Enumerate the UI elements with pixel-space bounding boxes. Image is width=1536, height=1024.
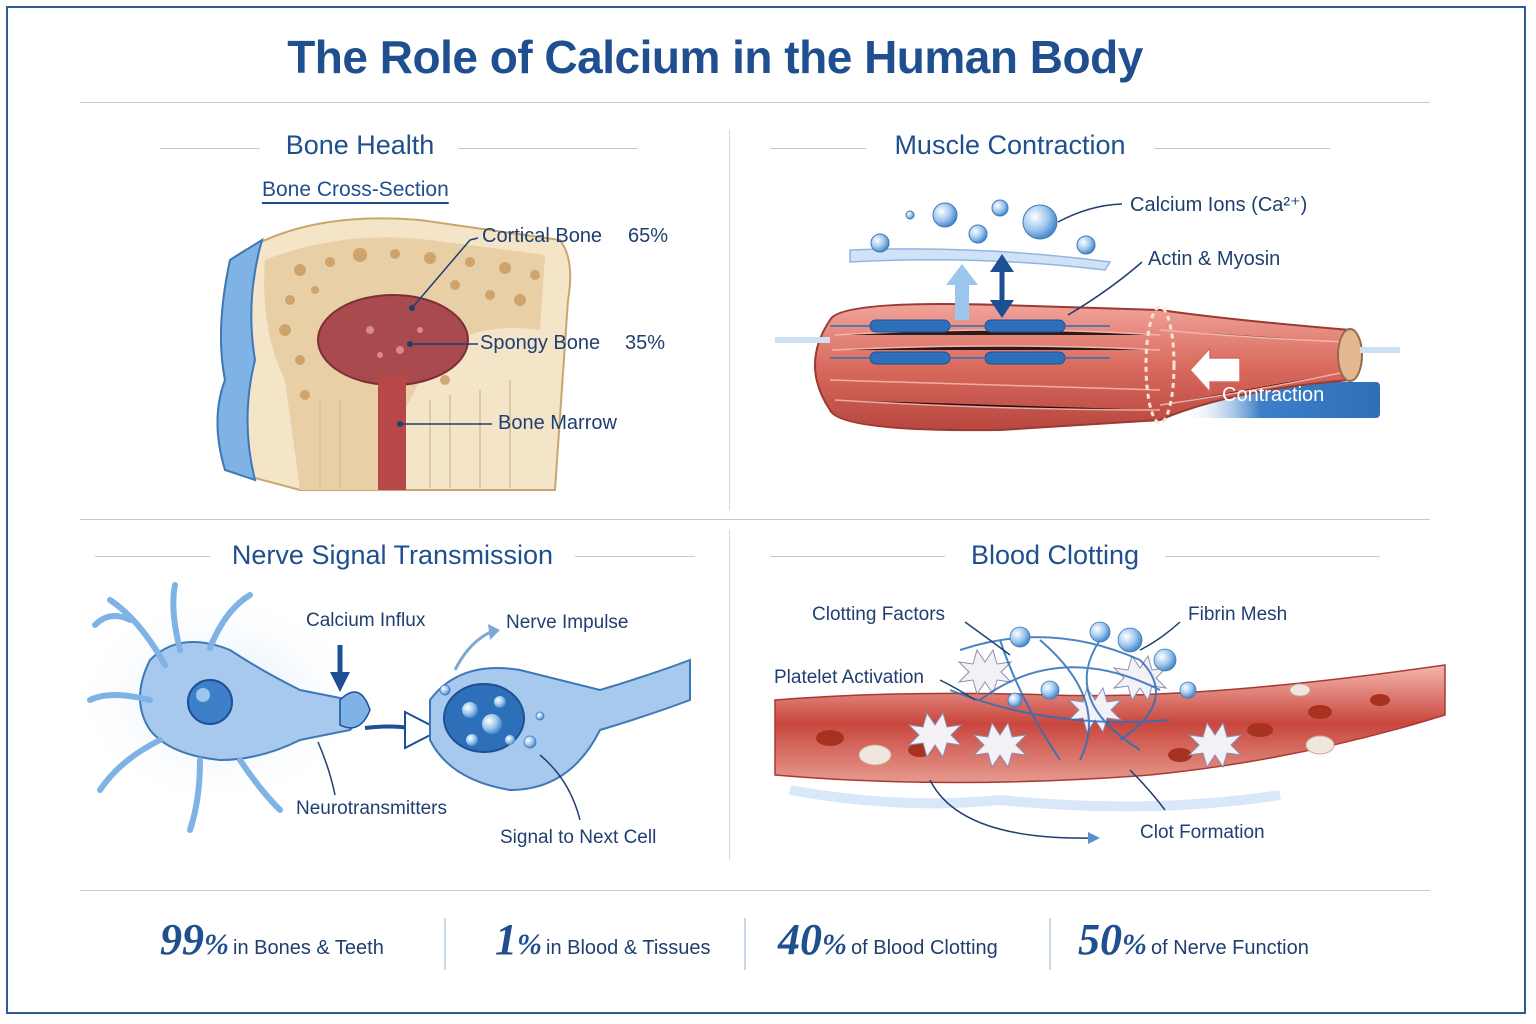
bone-section-title: Bone Health (285, 130, 435, 160)
blood-title-rule-left (770, 556, 945, 557)
stat-text: in Bones & Teeth (233, 937, 384, 959)
stat-number: 1 (495, 915, 517, 964)
title-divider (80, 102, 1430, 103)
neurotransmitters-label: Neurotransmitters (296, 798, 447, 819)
muscle-section-title: Muscle Contraction (894, 130, 1126, 160)
footer-separators (444, 918, 1051, 970)
stat-number: 99 (160, 915, 204, 964)
nerve-title-rule-right (575, 556, 695, 557)
cortical-bone-label: Cortical Bone (482, 225, 603, 247)
actin-myosin-label: Actin & Myosin (1148, 248, 1281, 270)
nerve-title-rule-left (95, 556, 210, 557)
bone-title-rule-left (160, 148, 260, 149)
center-divider-top (729, 130, 730, 510)
blood-section-title: Blood Clotting (970, 540, 1140, 570)
page-title: The Role of Calcium in the Human Body (287, 31, 1143, 83)
bone-cross-section-subtitle: Bone Cross-Section (262, 178, 449, 201)
stat-percent-sign: % (1122, 928, 1147, 961)
stat-text: in Blood & Tissues (546, 937, 711, 959)
muscle-title-rule-left (770, 148, 866, 149)
bone-marrow-label: Bone Marrow (498, 412, 617, 434)
stat-percent-sign: % (517, 928, 542, 961)
muscle-title-rule-right (1154, 148, 1330, 149)
center-divider-bottom (729, 530, 730, 860)
nerve-section-title: Nerve Signal Transmission (231, 540, 554, 570)
fibrin-mesh-label: Fibrin Mesh (1188, 604, 1288, 625)
nerve-impulse-label: Nerve Impulse (506, 612, 629, 633)
stat-blood-clotting: 40% of Blood Clotting (778, 914, 998, 965)
bone-title-rule-right (458, 148, 638, 149)
poster-frame (6, 6, 1526, 1014)
cortical-bone-percent: 65% (628, 225, 669, 247)
calcium-influx-label: Calcium Influx (306, 610, 426, 631)
stat-percent-sign: % (204, 928, 229, 961)
footer-divider (80, 890, 1430, 891)
stat-bones-teeth: 99% in Bones & Teeth (160, 914, 384, 965)
stat-nerve-function: 50% of Nerve Function (1078, 914, 1309, 965)
stat-number: 50 (1078, 915, 1122, 964)
clot-formation-label: Clot Formation (1140, 822, 1265, 843)
clotting-factors-label: Clotting Factors (812, 604, 946, 625)
blood-title-rule-right (1165, 556, 1380, 557)
spongy-bone-label: Spongy Bone (480, 332, 601, 354)
signal-next-cell-label: Signal to Next Cell (500, 827, 657, 848)
muscle-illustration (775, 199, 1400, 432)
nerve-illustration (70, 582, 691, 833)
spongy-bone-percent: 35% (625, 332, 666, 354)
blood-illustration (774, 621, 1446, 844)
stat-text: of Nerve Function (1151, 937, 1309, 959)
stat-text: of Blood Clotting (851, 937, 998, 959)
middle-divider (80, 519, 1430, 520)
bone-illustration (190, 217, 590, 520)
contraction-label: Contraction (1222, 384, 1325, 406)
stat-blood-tissues: 1% in Blood & Tissues (495, 914, 711, 965)
stat-percent-sign: % (822, 928, 847, 961)
platelet-activation-label: Platelet Activation (774, 667, 924, 688)
calcium-ions-label: Calcium Ions (Ca²⁺) (1130, 194, 1308, 216)
stat-number: 40 (778, 915, 822, 964)
